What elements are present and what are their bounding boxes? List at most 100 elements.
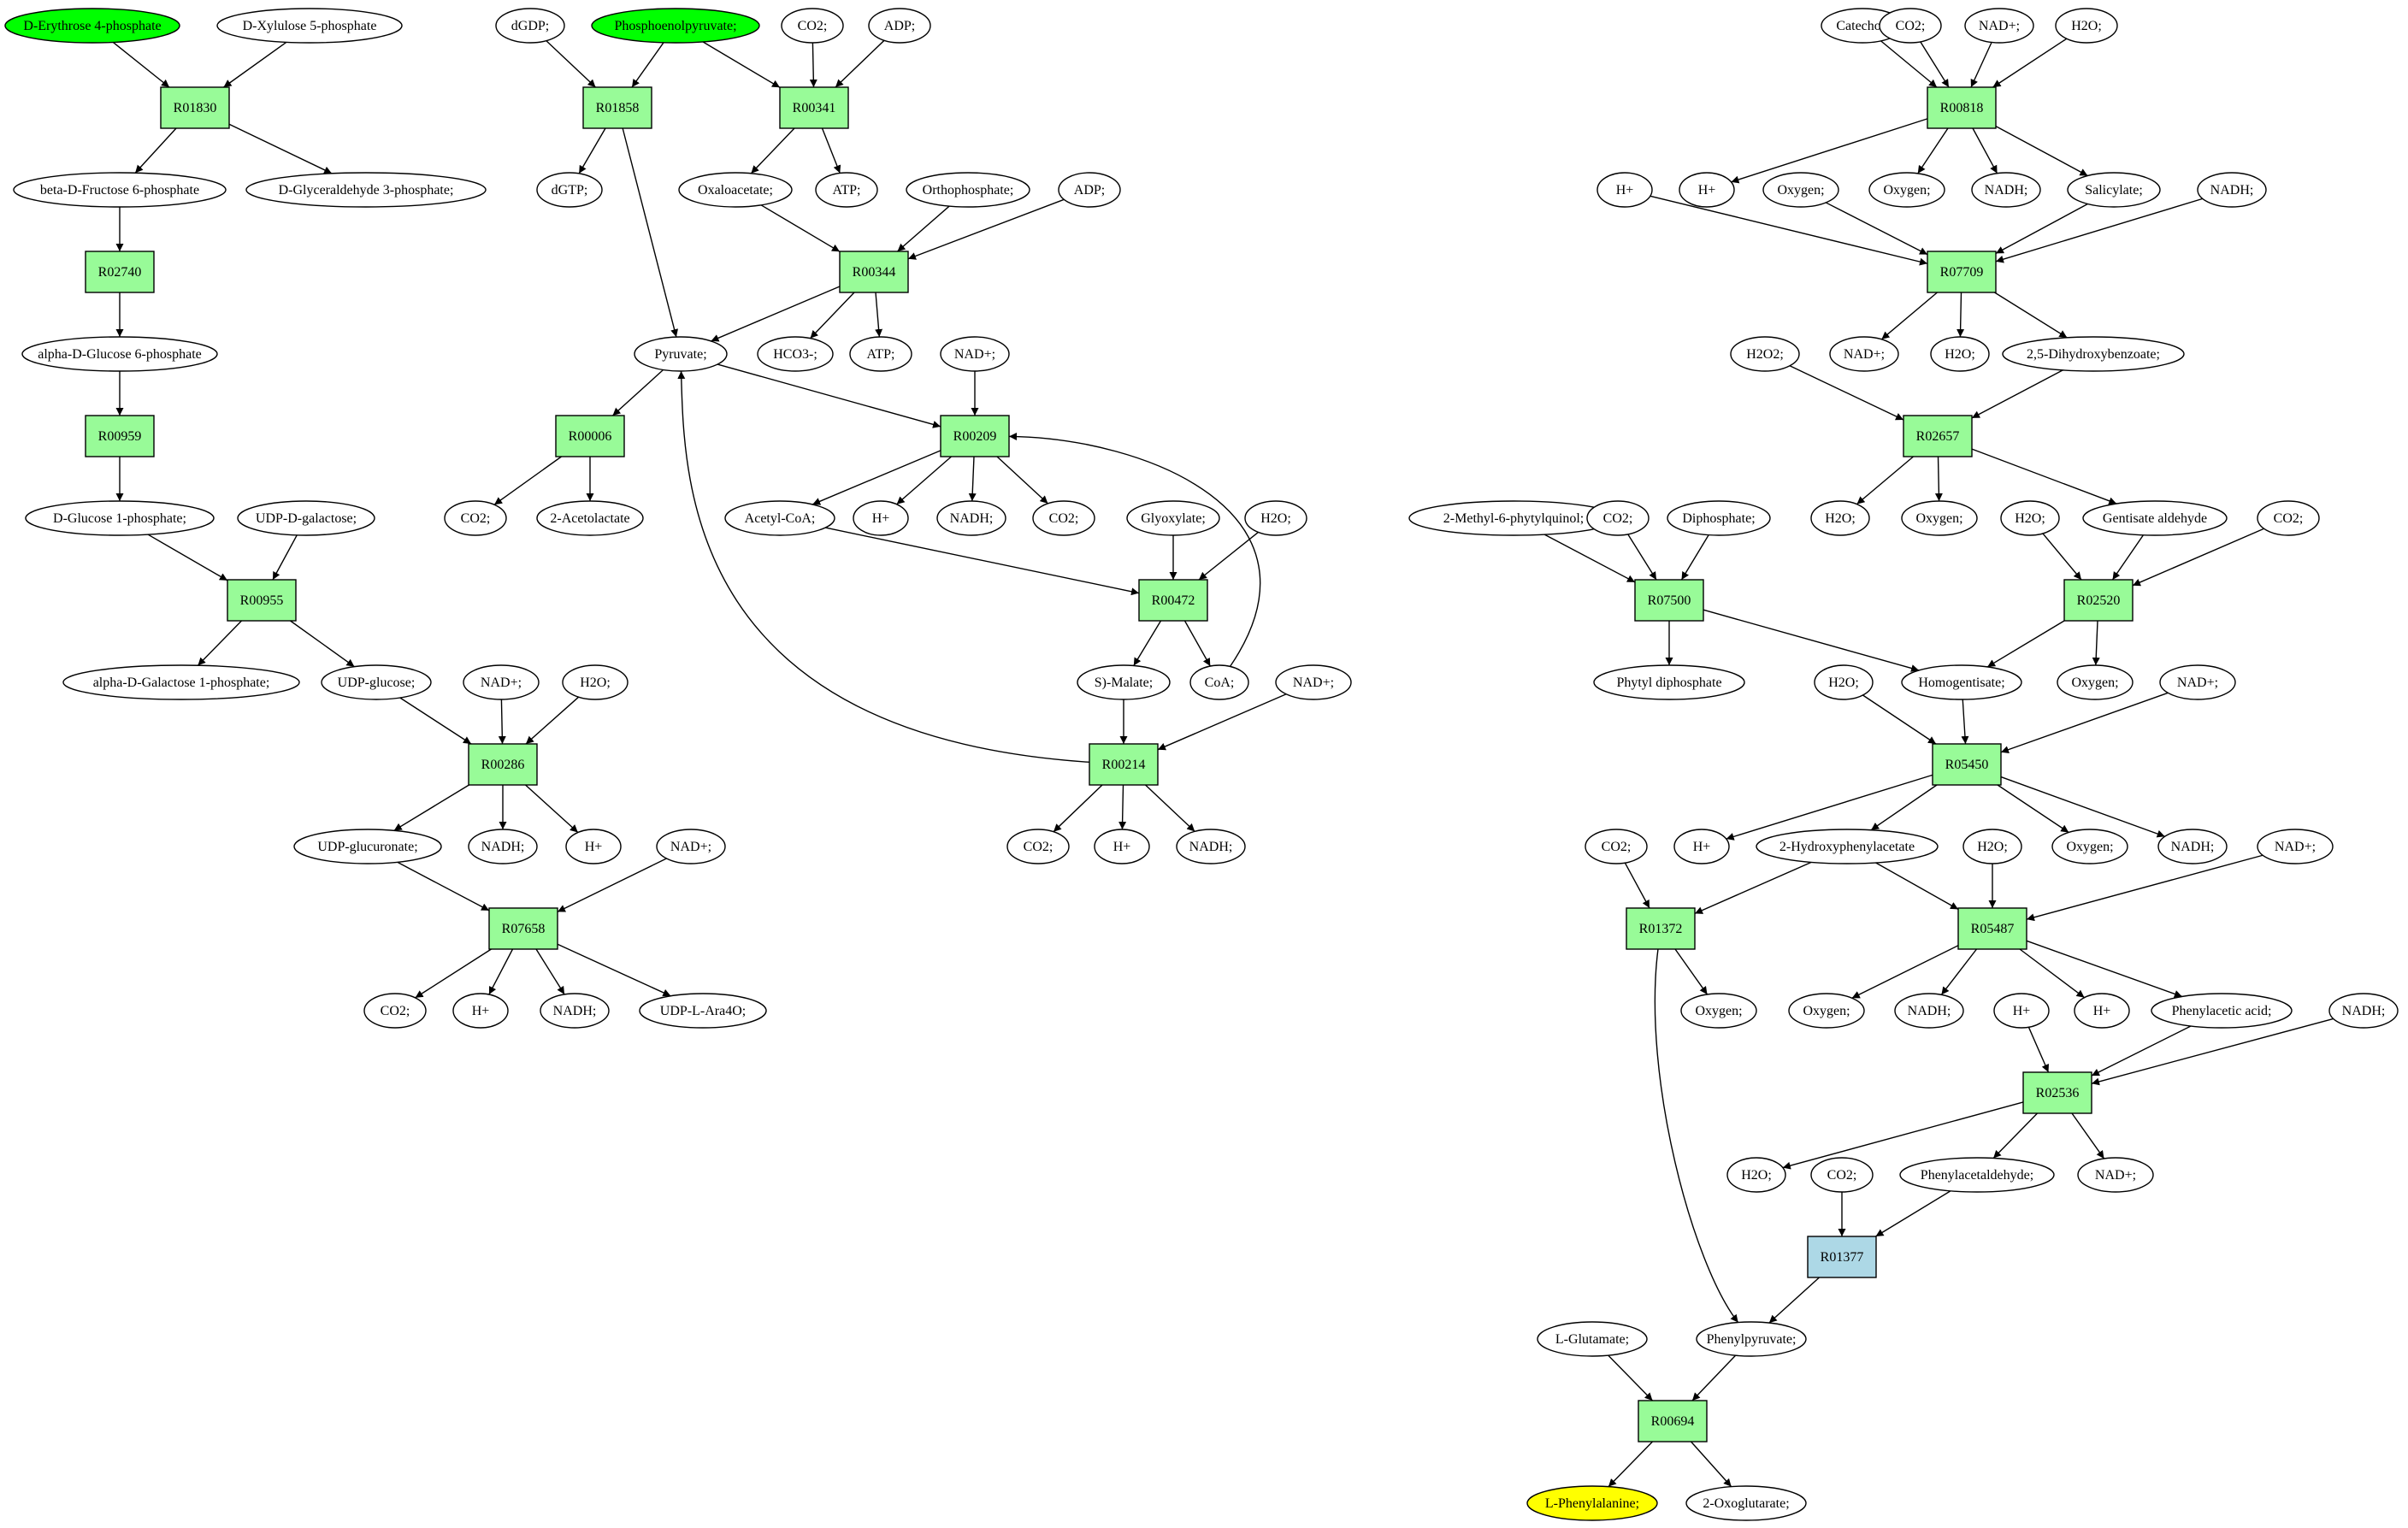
node-label: R01858 — [596, 101, 640, 115]
compound-node-c23: ADP; — [868, 8, 931, 44]
edge-c87-r22 — [2091, 1025, 2192, 1077]
edge-r21-c86 — [2019, 948, 2085, 999]
compound-ellipse — [565, 829, 622, 864]
node-label: R00955 — [240, 593, 284, 608]
compound-ellipse — [940, 336, 1010, 372]
node-label: Glyoxylate; — [1141, 511, 1206, 526]
node-label: Oxygen; — [2066, 840, 2113, 854]
node-label: Acetyl-CoA; — [745, 511, 816, 526]
edge-r21-c87 — [2026, 940, 2183, 998]
compound-ellipse — [1077, 664, 1171, 700]
compound-ellipse — [868, 8, 931, 44]
compound-node-c14: H+ — [565, 829, 622, 864]
node-label: R07500 — [1648, 593, 1691, 608]
compound-node-c87: Phenylacetic acid; — [2151, 993, 2293, 1029]
edge-c74-r19 — [2000, 692, 2169, 754]
reaction-box — [1932, 743, 2002, 786]
edge-r5-c12 — [393, 784, 469, 831]
node-label: Homogentisate; — [1918, 676, 2004, 690]
edge-r6-c16 — [415, 948, 492, 999]
node-label: CO2; — [798, 19, 828, 33]
edge-r18-c72 — [1986, 620, 2065, 668]
edge-r6-c19 — [557, 943, 671, 997]
node-label: R05487 — [1971, 922, 2015, 936]
edge-r20-c82 — [1674, 948, 1709, 995]
reaction-node-r16: R02657 — [1903, 415, 1973, 457]
compound-ellipse — [1993, 993, 2050, 1029]
reaction-node-r3: R00959 — [85, 415, 155, 457]
compound-node-c26: ATP; — [815, 172, 878, 208]
edge-c72-r19 — [1961, 699, 1969, 745]
compound-node-c65: Gentisate aldehyde — [2082, 500, 2228, 536]
compound-ellipse — [656, 829, 726, 864]
reaction-box — [779, 86, 849, 129]
reaction-node-r7: R01858 — [582, 86, 652, 129]
node-label: NADH; — [2171, 840, 2215, 854]
compound-node-c29: Pyruvate; — [634, 336, 728, 372]
node-label: H+ — [872, 511, 890, 526]
compound-node-c4: D-Glyceraldehyde 3-phosphate; — [245, 172, 487, 208]
compound-ellipse — [21, 336, 218, 372]
compound-ellipse — [1894, 993, 1964, 1029]
compound-ellipse — [1696, 1321, 1807, 1357]
compound-ellipse — [1730, 336, 1800, 372]
node-label: R02520 — [2077, 593, 2121, 608]
reaction-node-r2: R02740 — [85, 251, 155, 293]
edge-c10-r5 — [498, 699, 506, 745]
compound-node-c62: H2O; — [1810, 500, 1870, 536]
reaction-box — [85, 251, 155, 293]
edge-r22-c89 — [1782, 1101, 2024, 1170]
compound-ellipse — [2074, 993, 2130, 1029]
edge-c94-r24 — [1691, 1354, 1737, 1401]
node-label: L-Phenylalanine; — [1545, 1496, 1639, 1511]
compound-ellipse — [849, 336, 912, 372]
compound-ellipse — [2002, 336, 2185, 372]
compound-ellipse — [293, 829, 442, 864]
reaction-node-r1: R01830 — [160, 86, 230, 129]
compound-ellipse — [906, 172, 1030, 208]
compound-ellipse — [2257, 829, 2334, 864]
edge-c21-r8 — [702, 41, 781, 88]
compound-ellipse — [1596, 172, 1653, 208]
node-label: NAD+; — [670, 840, 711, 854]
reaction-box — [488, 907, 558, 950]
compound-node-c64: H2O; — [2000, 500, 2060, 536]
compound-node-c54: Oxygen; — [1868, 172, 1945, 208]
compound-ellipse — [1526, 1485, 1658, 1521]
compound-ellipse — [936, 500, 1006, 536]
edge-r15-c59 — [1880, 292, 1938, 340]
node-label: alpha-D-Galactose 1-phosphate; — [93, 676, 270, 690]
compound-node-c41: S)-Malate; — [1077, 664, 1171, 700]
edge-r9-c31 — [875, 292, 883, 338]
node-label: H2O; — [2071, 19, 2102, 33]
compound-node-c51: H+ — [1596, 172, 1653, 208]
node-label: CO2; — [1603, 511, 1633, 526]
node-label: CoA; — [1205, 676, 1235, 690]
edge-c77-r20 — [1694, 861, 1812, 915]
compound-node-c20: dGDP; — [495, 8, 565, 44]
edge-r9-c30 — [810, 292, 855, 339]
edge-r21-c83 — [1851, 945, 1959, 999]
node-label: R01830 — [174, 101, 217, 115]
node-label: beta-D-Fructose 6-phosphate — [40, 183, 199, 198]
compound-node-c78: H2O; — [1962, 829, 2022, 864]
node-label: NADH; — [1189, 840, 1233, 854]
compound-node-c42: CoA; — [1189, 664, 1249, 700]
compound-node-c56: Salicylate; — [2067, 172, 2161, 208]
edge-c66-r18 — [2132, 528, 2264, 587]
edge-c25-r9 — [760, 204, 841, 252]
edge-c57-r15 — [1995, 198, 2204, 263]
compound-ellipse — [245, 172, 487, 208]
node-label: H+ — [1113, 840, 1131, 854]
edge-c7-r4 — [272, 534, 298, 581]
compound-node-c25: Oxaloacetate; — [678, 172, 793, 208]
compound-node-c33: CO2; — [444, 500, 507, 536]
compound-node-c8: alpha-D-Galactose 1-phosphate; — [62, 664, 300, 700]
compound-node-c9: UDP-glucose; — [321, 664, 432, 700]
node-label: 2,5-Dihydroxybenzoate; — [2027, 347, 2160, 362]
reaction-box — [227, 579, 297, 622]
compound-node-c80: NADH; — [2157, 829, 2228, 864]
edge-r15-c60 — [1956, 292, 1965, 338]
edge-r13-c29 — [677, 370, 1090, 764]
edge-r9-c29 — [711, 286, 841, 342]
